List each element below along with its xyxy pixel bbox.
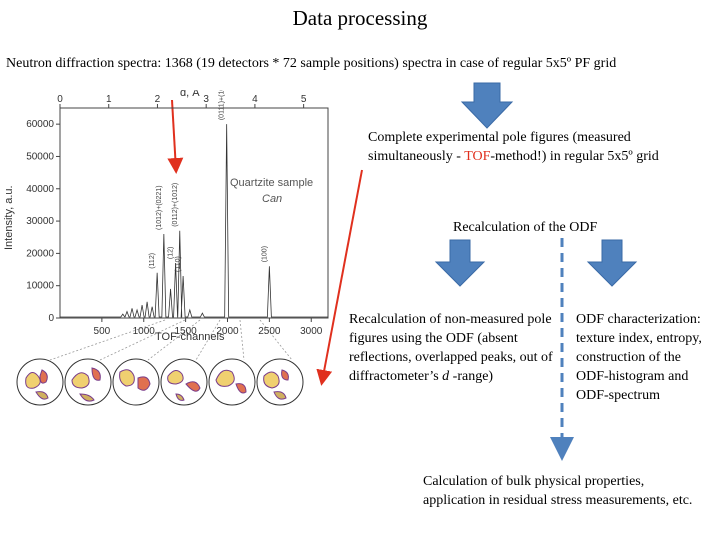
y-tick-label: 60000 — [26, 119, 54, 130]
x-tick-label: 3000 — [300, 326, 323, 337]
y-axis-ticks: 0 10000 20000 30000 40000 50000 60000 — [26, 119, 60, 324]
y-axis-label: Intensity, a.u. — [3, 185, 15, 250]
y-tick-label: 30000 — [26, 216, 54, 227]
spectrum-line — [60, 124, 328, 318]
recalc-pf-text-part2: -range) — [449, 369, 494, 384]
bulk-properties-text: Calculation of bulk physical properties,… — [423, 474, 693, 508]
top-tick-label: 1 — [106, 94, 112, 105]
subtitle: Neutron diffraction spectra: 1368 (19 de… — [6, 56, 617, 71]
peak-label: (12) — [168, 247, 175, 259]
x-tick-label: 2000 — [216, 326, 239, 337]
pole-figures — [16, 358, 304, 406]
recalc-pf-d: d — [442, 369, 450, 384]
peak-labels: (112) (1012)+(0221) (12) (0112)+(1012) (110)… — [149, 90, 268, 272]
pole-figure-disc — [160, 358, 208, 406]
x-tick-label: 500 — [94, 326, 111, 337]
peak-label: (0112)+(1012) — [172, 183, 179, 227]
down-arrow-top — [460, 82, 514, 129]
top-tick-label: 3 — [203, 94, 209, 105]
x-tick-label: 1500 — [175, 326, 198, 337]
pole-figures-text: Complete experimental pole figures (meas… — [368, 128, 708, 166]
page-title: Data processing — [292, 6, 428, 30]
down-arrow-left — [434, 239, 486, 287]
pole-figure-disc — [256, 358, 304, 406]
peak-label: (100) — [261, 246, 268, 262]
y-tick-label: 10000 — [26, 281, 54, 292]
red-arrow-vertical — [167, 99, 184, 174]
pole-figure-disc — [208, 358, 256, 406]
top-tick-label: 2 — [155, 94, 161, 105]
x-axis-label: TOF-channels — [155, 331, 225, 340]
pole-figure-disc — [64, 358, 112, 406]
down-arrow-right — [586, 239, 638, 287]
red-arrow-diagonal — [316, 169, 363, 386]
pole-figures-text-part2: -method!) in regular 5x5º grid — [490, 149, 659, 164]
x-tick-label: 1000 — [133, 326, 156, 337]
annotation-sample: Quartzite sample — [230, 177, 313, 189]
peak-label: (112) — [149, 253, 156, 269]
peak-label: (0111)+(1011) — [219, 90, 226, 120]
recalc-pf-text: Recalculation of non-measured pole figur… — [349, 310, 559, 386]
pole-figures-text-part1: Complete experimental pole figures (meas… — [368, 130, 631, 164]
y-tick-label: 40000 — [26, 184, 54, 195]
top-axis-label: d, Å — [180, 90, 200, 99]
top-tick-label: 0 — [57, 94, 63, 105]
peak-label: (1012)+(0221) — [156, 185, 163, 230]
recalc-pf-text-part1: Recalculation of non-measured pole figur… — [349, 312, 553, 384]
peak-label: (110) — [175, 256, 182, 272]
y-tick-label: 0 — [48, 313, 54, 324]
pole-figure-disc — [16, 358, 64, 406]
annotation-can: Can — [262, 193, 282, 205]
top-tick-label: 4 — [252, 94, 258, 105]
odf-characterization-text: ODF characterization: texture index, ent… — [576, 312, 702, 403]
spectrum-chart: 0 1 2 3 4 5 d, Å 500 1000 1500 2000 2500 3000 0 100… — [3, 90, 329, 340]
pole-figure-disc — [112, 358, 160, 406]
top-axis-ticks: 0 1 2 3 4 5 — [57, 94, 307, 108]
y-tick-label: 20000 — [26, 248, 54, 259]
x-axis-ticks: 500 1000 1500 2000 2500 3000 — [94, 318, 323, 337]
x-tick-label: 2500 — [258, 326, 281, 337]
tof-highlight: TOF — [464, 149, 491, 164]
recalc-odf-text: Recalculation of the ODF — [453, 220, 598, 235]
top-tick-label: 5 — [301, 94, 307, 105]
plot-frame — [59, 107, 329, 319]
y-tick-label: 50000 — [26, 151, 54, 162]
